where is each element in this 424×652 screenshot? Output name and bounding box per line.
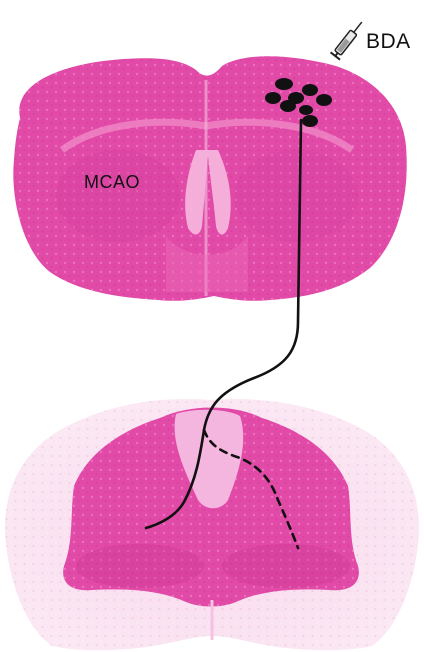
mcao-label: MCAO bbox=[84, 172, 140, 193]
brain-section bbox=[13, 56, 406, 301]
syringe-icon bbox=[331, 18, 367, 59]
bda-label: BDA bbox=[366, 30, 411, 54]
spinal-cord-section bbox=[5, 399, 419, 650]
